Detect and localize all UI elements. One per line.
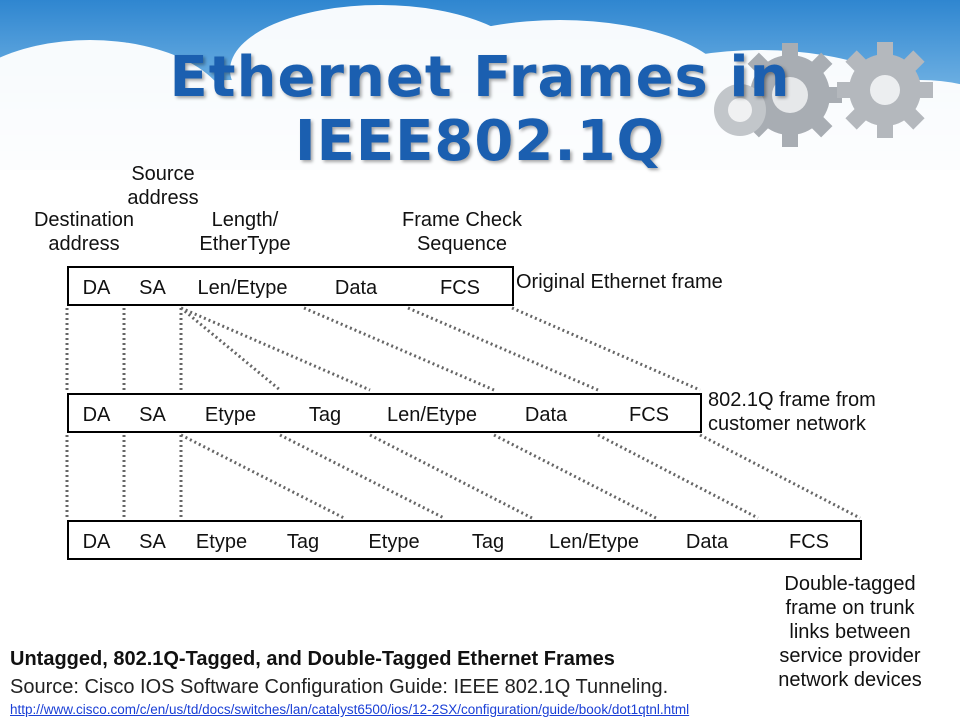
field-data: Data [494, 393, 600, 433]
field-fcs: FCS [408, 266, 514, 306]
figure-caption-source: Source: Cisco IOS Software Configuration… [10, 676, 669, 698]
label-source-address: Source address [127, 163, 199, 209]
label-length-ethertype: Length/ EtherType [199, 209, 291, 255]
field-tag-inner: Tag [444, 520, 534, 560]
field-len-etype: Len/Etype [370, 393, 496, 433]
gear-icon [714, 84, 766, 136]
field-sa: SA [124, 266, 183, 306]
cloud-icon [0, 5, 960, 200]
field-len-etype: Len/Etype [181, 266, 306, 306]
field-da: DA [67, 393, 126, 433]
field-etype-inner: Etype [344, 520, 446, 560]
label-original-frame: Original Ethernet frame [516, 271, 723, 293]
field-fcs: FCS [758, 520, 862, 560]
field-len-etype: Len/Etype [532, 520, 658, 560]
label-destination-address: Destination address [33, 209, 135, 255]
field-da: DA [67, 520, 126, 560]
field-da: DA [67, 266, 126, 306]
label-802-1q-frame: 802.1Q frame from customer network [708, 389, 876, 435]
figure-caption-title: Untagged, 802.1Q-Tagged, and Double-Tagg… [10, 648, 615, 670]
field-etype: Etype [181, 393, 282, 433]
page-title-line-1: Ethernet Frames in [169, 45, 791, 110]
field-etype-outer: Etype [181, 520, 264, 560]
page-title-line-2: IEEE802.1Q [294, 109, 666, 174]
gear-icon [837, 42, 933, 138]
source-link[interactable]: http://www.cisco.com/c/en/us/td/docs/swi… [10, 702, 690, 717]
field-tag: Tag [280, 393, 372, 433]
field-data: Data [304, 266, 410, 306]
field-sa: SA [124, 520, 183, 560]
label-frame-check-sequence: Frame Check Sequence [401, 209, 523, 255]
field-sa: SA [124, 393, 183, 433]
field-fcs: FCS [598, 393, 702, 433]
label-double-tagged-frame: Double-tagged frame on trunk links betwe… [778, 573, 922, 691]
field-data: Data [656, 520, 760, 560]
field-tag-outer: Tag [262, 520, 346, 560]
